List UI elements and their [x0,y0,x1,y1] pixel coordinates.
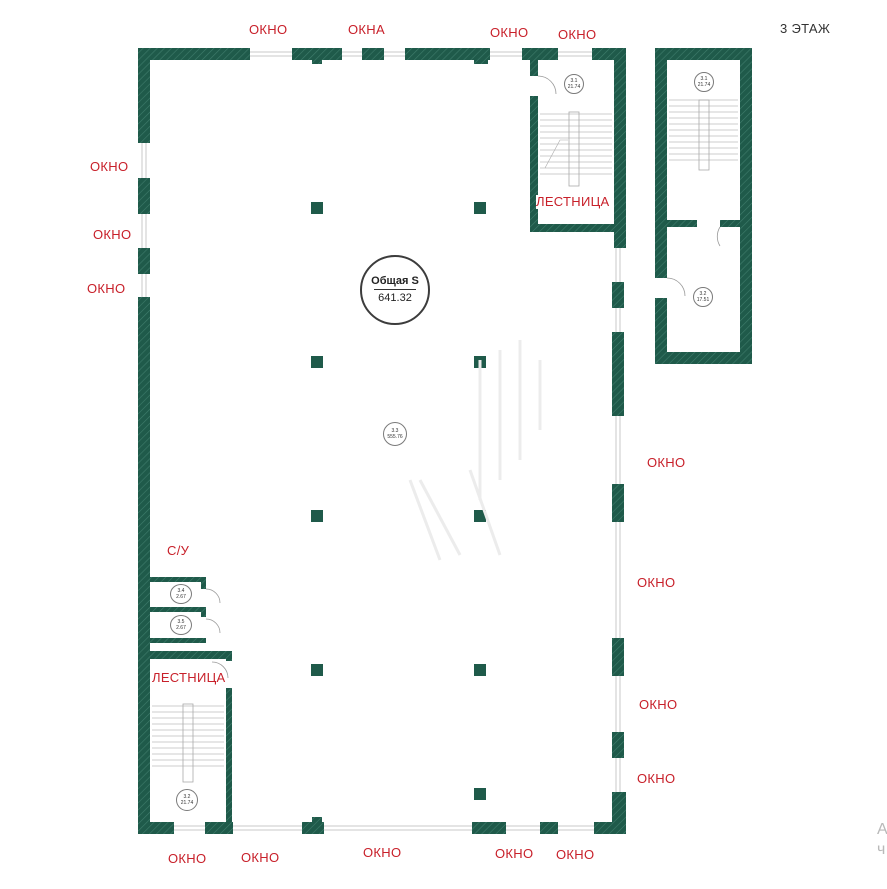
total-area-badge: Общая S 641.32 [360,255,430,325]
restroom-label: С/У [167,543,190,558]
window-label-left-3: ОКНО [87,281,126,296]
room-bubble-3-4: 3.4 2.67 [170,584,192,604]
stair-block-right [655,48,752,364]
stairs-label-bottom: ЛЕСТНИЦА [152,670,226,685]
room-number: 3.4 [177,588,185,594]
window-lines [141,51,621,831]
room-area: 21.74 [180,800,194,806]
floor-label: 3 ЭТАЖ [780,21,831,36]
room-bubble-3-2: 3.2 21.74 [176,789,198,811]
room-bubble-3-2-right: 3.2 17.51 [693,287,713,307]
columns [311,202,486,800]
window-label-top-4: ОКНО [558,27,597,42]
room-area: 555.76 [387,434,403,440]
stairwell-top-right [530,60,626,232]
window-label-top-1: ОКНО [249,22,288,37]
stairwell-bottom-left [150,577,232,834]
room-number: 3.1 [700,76,708,82]
window-label-bottom-2: ОКНО [241,850,280,865]
room-area: 2.67 [176,594,186,600]
room-number: 3.2 [183,794,191,800]
room-area: 2.67 [176,625,186,631]
total-area-value: 641.32 [378,292,412,304]
window-label-left-2: ОКНО [93,227,132,242]
room-number: 3.3 [391,428,399,434]
watermark-text: А ч [877,821,887,858]
window-label-bottom-1: ОКНО [168,851,207,866]
room-bubble-3-5: 3.5 2.67 [170,615,192,635]
stairs-label-top: ЛЕСТНИЦА [536,194,610,209]
total-area-label: Общая S [371,275,419,287]
windows-label-top-2: ОКНА [348,22,385,37]
window-label-bottom-4: ОКНО [495,846,534,861]
room-bubble-3-1b: 3.1 21.74 [694,72,714,92]
room-bubble-3-3: 3.3 555.76 [383,422,407,446]
total-area-divider [374,289,416,290]
window-label-right-2: ОКНО [637,575,676,590]
window-label-bottom-5: ОКНО [556,847,595,862]
window-label-top-3: ОКНО [490,25,529,40]
room-number: 3.1 [570,78,578,84]
outer-walls [138,48,626,834]
window-label-right-4: ОКНО [637,771,676,786]
window-label-bottom-3: ОКНО [363,845,402,860]
room-area: 21.74 [697,82,711,88]
room-number: 3.2 [699,291,707,297]
room-number: 3.5 [177,619,185,625]
room-bubble-3-1a: 3.1 21.74 [564,74,584,94]
window-label-right-3: ОКНО [639,697,678,712]
window-label-left-1: ОКНО [90,159,129,174]
room-area: 17.51 [696,297,710,303]
window-label-right-1: ОКНО [647,455,686,470]
room-area: 21.74 [567,84,581,90]
faint-watermark-shapes [408,340,542,561]
